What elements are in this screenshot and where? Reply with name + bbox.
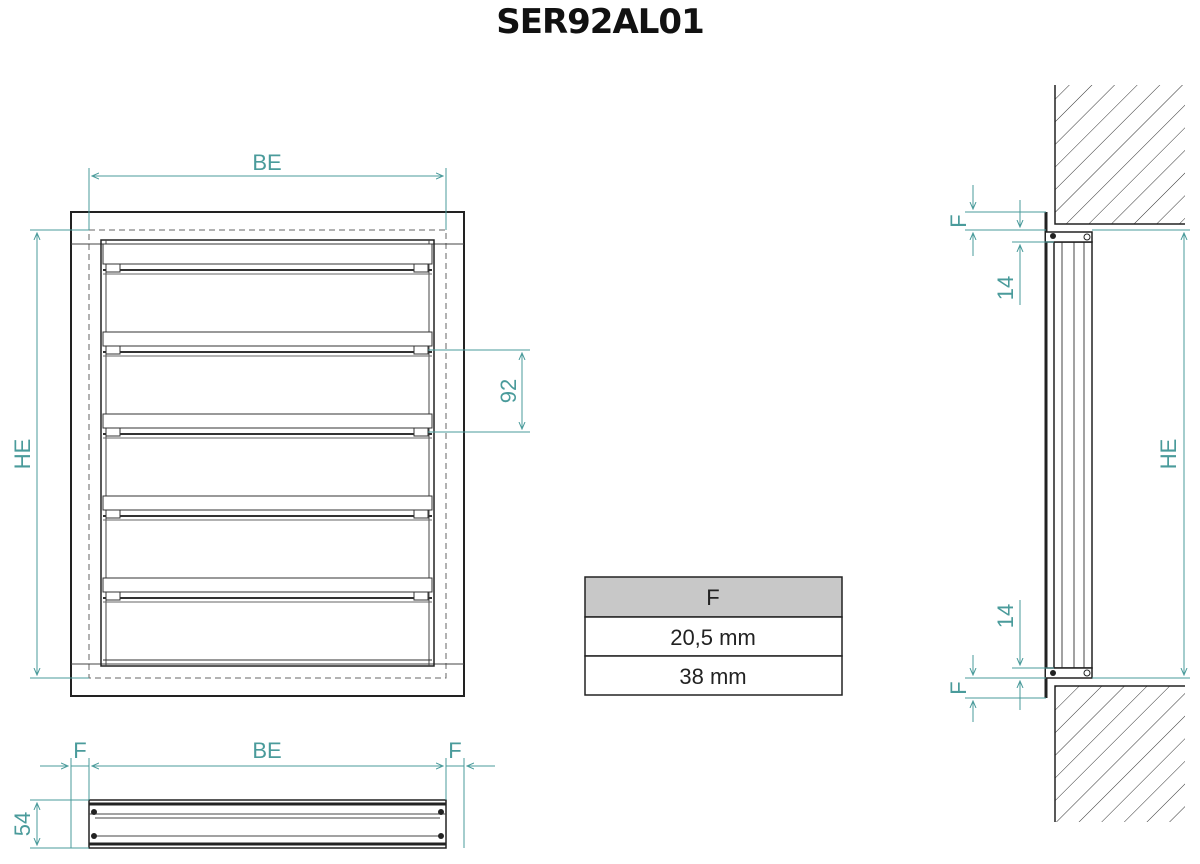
front-height-dimension: HE xyxy=(10,229,89,679)
table-row-2: 38 mm xyxy=(679,664,746,689)
side-view: F 14 HE 14 F xyxy=(946,85,1190,822)
table-row-1: 20,5 mm xyxy=(670,625,756,650)
wall-top xyxy=(1055,85,1185,224)
slat-1 xyxy=(102,243,433,333)
slat-2 xyxy=(102,331,433,415)
wall-bottom xyxy=(1055,686,1185,822)
side-flange-top-label: F xyxy=(946,214,971,227)
inner-frame xyxy=(100,239,435,667)
side-height-label: HE xyxy=(1156,439,1181,470)
front-width-dimension: BE xyxy=(88,150,447,230)
front-view: BE HE 92 xyxy=(10,150,530,697)
bottom-view: F BE F 54 xyxy=(10,738,495,849)
bottom-depth-label: 54 xyxy=(10,812,35,836)
wall-opening-outline xyxy=(88,229,447,679)
front-height-label: HE xyxy=(10,439,35,470)
table-header: F xyxy=(706,585,719,610)
bottom-flange-right-label: F xyxy=(448,738,461,763)
bottom-flange-left-label: F xyxy=(73,738,86,763)
side-flange-bottom-label: F xyxy=(946,681,971,694)
slat-3 xyxy=(102,413,433,497)
slat-5 xyxy=(102,577,433,661)
flange-table: F 20,5 mm 38 mm xyxy=(584,576,843,696)
drawing-title: SER92AL01 xyxy=(496,2,705,42)
profile-outline xyxy=(88,799,447,849)
side-offset-top-label: 14 xyxy=(993,276,1018,300)
front-width-label: BE xyxy=(252,150,281,175)
slat-pitch-label: 92 xyxy=(496,379,521,403)
slat-pitch-dimension: 92 xyxy=(428,349,530,433)
slat-4 xyxy=(102,495,433,579)
outer-frame xyxy=(70,211,465,697)
side-offset-bottom-label: 14 xyxy=(993,604,1018,628)
table-header-cell xyxy=(584,576,843,618)
grille-body xyxy=(1053,241,1093,669)
bottom-width-label: BE xyxy=(252,738,281,763)
